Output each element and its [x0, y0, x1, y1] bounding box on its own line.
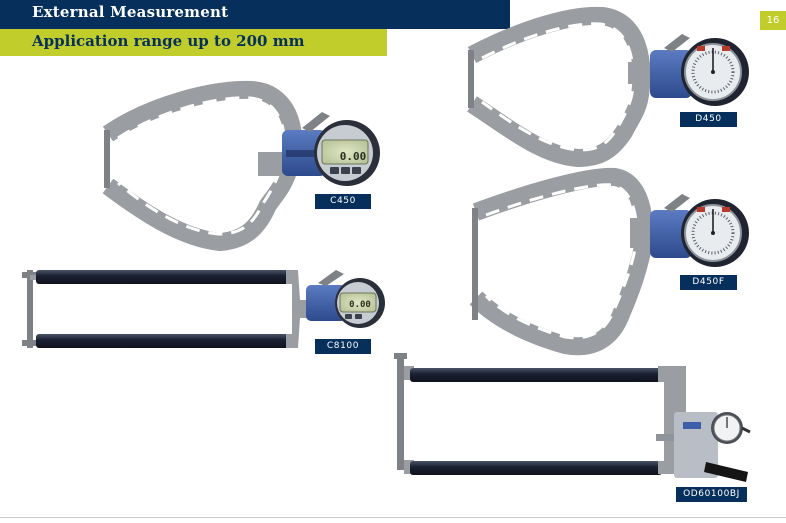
- c450-display-value: 0.00: [340, 150, 367, 163]
- c8100-label: C8100: [315, 339, 371, 354]
- page-subtitle: Application range up to 200 mm: [32, 32, 305, 50]
- c8100-display-value: 0.00: [349, 300, 371, 310]
- c450-label: C450: [315, 194, 371, 209]
- header-subtitle-bar: Application range up to 200 mm: [0, 29, 387, 56]
- c8100-caliper: 0.00: [22, 270, 385, 348]
- header-title-bar: External Measurement: [0, 0, 510, 29]
- od60100bj-label: OD60100BJ: [676, 487, 747, 502]
- d450-label: D450: [680, 112, 737, 127]
- d450f-caliper: [469, 167, 749, 356]
- page-title: External Measurement: [32, 3, 229, 21]
- c450-caliper: 0.00: [102, 80, 380, 251]
- page-number: 16: [760, 11, 786, 30]
- od60100bj-caliper: [394, 353, 751, 482]
- footer-divider: [0, 517, 786, 518]
- d450-caliper: [467, 6, 749, 167]
- d450f-label: D450F: [680, 275, 737, 290]
